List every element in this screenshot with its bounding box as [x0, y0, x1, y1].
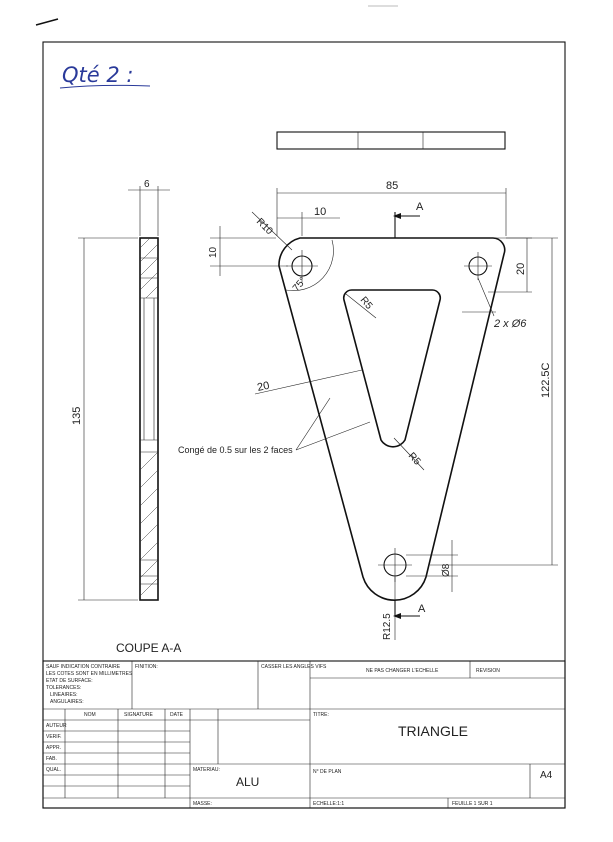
mass-label: MASSE:: [193, 801, 212, 807]
scan-mark: [35, 18, 59, 26]
sheet-size: A4: [540, 770, 553, 781]
section-marker-top: A: [416, 201, 424, 213]
revision-label: REVISION: [476, 668, 500, 674]
part-title: TRIANGLE: [398, 723, 468, 739]
deburr-label: CASSER LES ANGLES VIFS: [261, 664, 327, 670]
note-line-3: ETAT DE SURFACE:: [46, 678, 93, 684]
section-outline: [139, 237, 159, 601]
row-label-appr: APPR.: [46, 745, 61, 751]
radius-dim-r10: R10: [254, 216, 275, 237]
title-label: TITRE:: [313, 712, 329, 718]
drawing-frame: [42, 41, 566, 809]
inner-slot: [342, 289, 442, 448]
front-view: 85 10 R10 10 75° R5 20 2 x Ø6 122.5C: [178, 180, 558, 640]
radius-dim-r12: R12.5: [382, 613, 393, 640]
angle-arc: [285, 239, 334, 291]
row-label-verif: VERIF.: [46, 734, 62, 740]
thickness-dim: 6: [144, 179, 150, 190]
row-label-qual: QUAL.: [46, 767, 61, 773]
note-line-4: TOLERANCES:: [46, 685, 81, 691]
section-hatch-bottom: [139, 451, 159, 597]
scale-label: ECHELLE:1:1: [313, 801, 344, 807]
drawing-no-label: N° DE PLAN: [313, 769, 342, 775]
part-outline: [278, 237, 506, 601]
row-label-author: AUTEUR: [46, 723, 67, 729]
note-line-6: ANGULAIRES:: [50, 699, 84, 705]
slot-width-dim: 20: [256, 380, 270, 394]
height-dim-left: 135: [71, 407, 83, 425]
note-line-1: SAUF INDICATION CONTRAIRE: [46, 664, 121, 670]
section-view: 6 135 COUPE A-A: [71, 179, 181, 655]
angle-dim: 75°: [291, 275, 309, 294]
holes-dim: 2 x Ø6: [493, 318, 527, 330]
offset-dim-right: 20: [515, 263, 527, 275]
section-marker-bottom: A: [418, 603, 426, 615]
header-strip: [276, 131, 506, 150]
hole-dim-bottom: Ø8: [441, 563, 452, 577]
material-value: ALU: [236, 775, 259, 789]
quantity-handnote: Qté 2 :: [62, 63, 133, 87]
width-dim: 85: [386, 180, 398, 192]
note-line-5: LINEAIRES:: [50, 692, 78, 698]
radius-dim-r5-top: R5: [358, 295, 375, 312]
col-header-name: NOM: [84, 712, 96, 718]
col-header-signature: SIGNATURE: [124, 712, 153, 718]
col-header-date: DATE: [170, 712, 184, 718]
height-dim-right: 122.5C: [540, 362, 552, 398]
row-label-fab: FAB.: [46, 756, 57, 762]
offset-dim-left: 10: [208, 246, 219, 258]
section-label: COUPE A-A: [116, 641, 181, 655]
sheet-label: FEUILLE 1 SUR 1: [452, 801, 493, 807]
note-line-2: LES COTES SONT EN MILLIMETRES: [46, 671, 133, 677]
handnote-underline: [59, 84, 151, 89]
no-scale-label: NE PAS CHANGER L'ECHELLE: [366, 668, 439, 674]
finish-label: FINITION:: [135, 664, 158, 670]
material-label: MATERIAU:: [193, 767, 220, 773]
title-block: SAUF INDICATION CONTRAIRE LES COTES SONT…: [42, 660, 566, 809]
section-hatch-top: [139, 237, 159, 299]
fillet-note: Congé de 0.5 sur les 2 faces: [178, 445, 293, 455]
offset-dim-top: 10: [314, 206, 326, 218]
